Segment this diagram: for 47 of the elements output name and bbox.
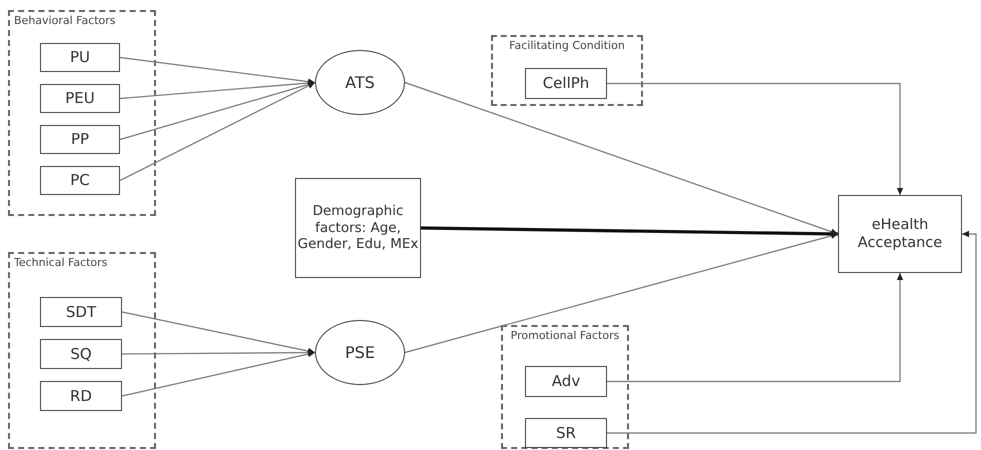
arrow xyxy=(120,80,316,100)
arrow xyxy=(607,82,904,195)
dashed-group xyxy=(501,325,629,449)
arrow xyxy=(120,81,316,140)
factor-box xyxy=(525,418,607,448)
node-label: Adv xyxy=(552,372,580,391)
arrow xyxy=(607,230,977,434)
dashed-group xyxy=(491,35,643,106)
node-label: eHealth Acceptance xyxy=(856,216,944,252)
factor-box xyxy=(40,297,122,327)
arrow xyxy=(607,273,904,382)
group-title: Facilitating Condition xyxy=(508,38,626,54)
factor-box xyxy=(40,84,120,113)
node-label: PEU xyxy=(65,89,95,108)
arrow xyxy=(404,232,838,354)
arrow xyxy=(120,82,316,182)
factor-box xyxy=(40,166,120,195)
node-label: ATS xyxy=(345,72,375,92)
factor-box xyxy=(40,43,120,72)
factor-box xyxy=(525,68,607,99)
arrow xyxy=(120,56,316,85)
factor-box xyxy=(40,381,122,411)
node-label: RD xyxy=(70,386,92,406)
dashed-group xyxy=(8,10,156,216)
arrow xyxy=(122,349,315,356)
node-label: PU xyxy=(70,48,90,67)
node-label: PC xyxy=(70,171,90,190)
factor-box xyxy=(295,178,421,278)
node-label: SQ xyxy=(70,344,92,364)
node-label: PP xyxy=(70,130,90,149)
node-label: SR xyxy=(556,424,576,442)
arrow xyxy=(122,350,316,397)
node-label: PSE xyxy=(345,342,375,362)
node-label: CellPh xyxy=(542,74,590,93)
group-title: Behavioral Factors xyxy=(13,13,117,29)
factor-box xyxy=(40,125,120,154)
factor-box xyxy=(525,366,607,397)
arrow xyxy=(404,82,838,235)
dashed-group xyxy=(8,252,156,449)
factor-box xyxy=(838,195,962,273)
arrow xyxy=(122,311,316,354)
factor-box xyxy=(40,339,122,369)
node-label: Demographic factors: Age, Gender, Edu, MEx xyxy=(296,202,420,254)
group-title: Promotional Factors xyxy=(510,328,620,344)
arrow xyxy=(420,226,838,238)
node-label: SDT xyxy=(66,302,96,322)
group-title: Technical Factors xyxy=(13,255,108,271)
